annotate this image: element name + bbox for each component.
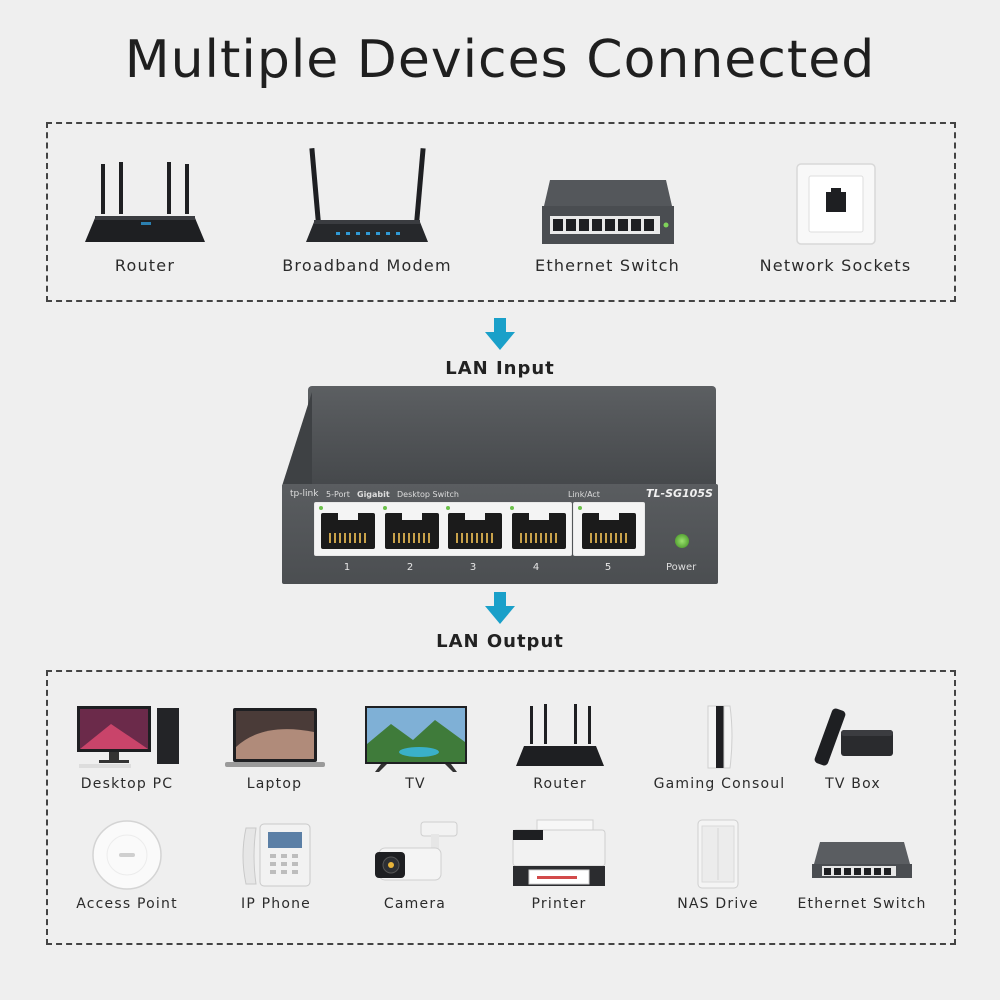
desktop-pc-icon	[77, 706, 179, 768]
ethernet-port-2	[385, 513, 439, 549]
input-device-network-sockets: Network Sockets	[748, 160, 923, 275]
switch-description-bold: Gigabit	[357, 490, 390, 499]
nas-drive-icon	[697, 819, 739, 889]
port-led	[383, 506, 387, 510]
ip-phone-icon	[242, 823, 311, 887]
input-device-broadband-modem: Broadband Modem	[272, 140, 462, 275]
access-point-icon	[92, 820, 162, 890]
ethernet-port-3	[448, 513, 502, 549]
input-devices-panel	[46, 122, 956, 302]
router-icon	[85, 162, 205, 242]
switch-top-panel	[308, 386, 716, 486]
power-label: Power	[666, 562, 697, 573]
port-led	[578, 506, 582, 510]
output-device-label: Printer	[531, 896, 587, 912]
output-device-label: Gaming Consoul	[653, 776, 786, 792]
lan-output-label: LAN Output	[436, 631, 564, 652]
output-device-ethernet-switch: Ethernet Switch	[796, 818, 928, 912]
output-device-router: Router	[505, 702, 615, 792]
output-device-camera: Camera	[365, 818, 465, 912]
output-device-tv: TV	[358, 702, 473, 792]
output-device-label: TV	[405, 776, 426, 792]
switch-brand: tp-link	[290, 489, 319, 499]
router-icon	[516, 704, 604, 766]
port-led	[319, 506, 323, 510]
port-group-1-4	[314, 502, 572, 556]
ethernet-port-4	[512, 513, 566, 549]
ethernet-switch-icon	[541, 180, 674, 244]
port-number: 4	[532, 562, 540, 573]
ethernet-port-5	[582, 513, 636, 549]
input-device-label: Router	[114, 256, 176, 275]
port-number: 5	[604, 562, 612, 573]
output-device-label: IP Phone	[241, 896, 311, 912]
output-device-label: Desktop PC	[80, 776, 174, 792]
output-device-printer: Printer	[504, 818, 614, 912]
tv-box-icon	[814, 708, 893, 766]
output-device-desktop-pc: Desktop PC	[62, 702, 192, 792]
ethernet-port-1	[321, 513, 375, 549]
output-device-gaming-console: Gaming Consoul	[652, 702, 787, 792]
port-number: 3	[469, 562, 477, 573]
input-device-label: Network Sockets	[759, 256, 912, 275]
output-device-ip-phone: IP Phone	[226, 818, 326, 912]
link-act-label: Link/Act	[568, 490, 600, 499]
lan-input-label: LAN Input	[445, 358, 555, 379]
output-device-tv-box: TV Box	[808, 702, 898, 792]
port-led	[510, 506, 514, 510]
output-device-label: NAS Drive	[677, 896, 759, 912]
output-device-label: Laptop	[246, 776, 303, 792]
modem-icon	[306, 148, 428, 242]
laptop-icon	[224, 708, 325, 767]
printer-icon	[512, 819, 606, 886]
output-device-label: Router	[533, 776, 587, 792]
switch-side-panel	[282, 392, 312, 486]
switch-description-post: Desktop Switch	[397, 490, 459, 499]
tv-icon	[364, 706, 467, 772]
output-device-nas-drive: NAS Drive	[668, 818, 768, 912]
input-device-ethernet-switch: Ethernet Switch	[520, 180, 695, 275]
output-device-label: Access Point	[76, 896, 178, 912]
output-device-laptop: Laptop	[222, 702, 327, 792]
port-number: 2	[406, 562, 414, 573]
gaming-console-icon	[707, 705, 732, 769]
camera-icon	[375, 821, 458, 881]
switch-model: TL-SG105S	[646, 487, 713, 500]
switch-description-pre: 5-Port	[326, 490, 350, 499]
port-led	[446, 506, 450, 510]
output-device-access-point: Access Point	[68, 818, 186, 912]
output-device-label: TV Box	[825, 776, 881, 792]
power-led	[675, 534, 689, 548]
port-group-5	[573, 502, 645, 556]
network-socket-icon	[795, 163, 876, 245]
ethernet-switch-icon	[812, 842, 912, 878]
input-device-label: Ethernet Switch	[535, 256, 680, 275]
main-switch: tp-link 5-Port Gigabit Desktop Switch Li…	[282, 386, 718, 584]
output-devices-panel	[46, 670, 956, 945]
output-device-label: Camera	[383, 896, 447, 912]
port-number: 1	[343, 562, 351, 573]
page-title: Multiple Devices Connected	[124, 30, 876, 90]
input-device-router: Router	[70, 160, 220, 275]
input-device-label: Broadband Modem	[282, 256, 452, 275]
output-device-label: Ethernet Switch	[797, 896, 927, 912]
